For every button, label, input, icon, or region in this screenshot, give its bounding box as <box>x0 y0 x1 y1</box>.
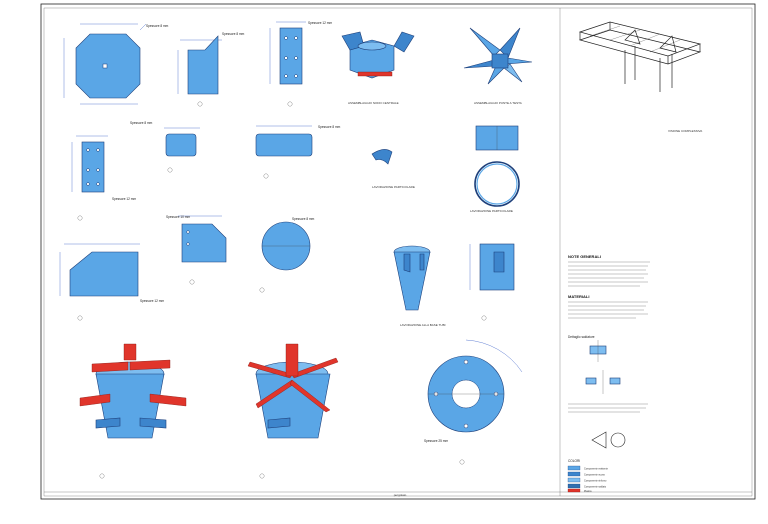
plate-flag-thickness-label: Spessore 12 mm <box>140 299 164 303</box>
sheet-border-outer <box>40 3 756 500</box>
part-ring-flange: Spessore 25 mm <box>424 339 523 465</box>
legend-title: COLORI <box>568 459 580 463</box>
legend-label-4: Piastra <box>584 490 592 493</box>
part-disc: Spessore 8 mm <box>259 217 315 293</box>
sheet-border-inner <box>43 7 753 497</box>
part-plate-holes: Spessore 12 mm <box>269 21 332 107</box>
part-tube-cut: LAVORAZIONE PARTICOLARE <box>470 125 520 213</box>
legend-label-2: Componente rinforzo <box>584 480 607 483</box>
legend-swatch-0 <box>567 465 581 471</box>
part-plate-trapezoid: Spessore 10 mm <box>166 215 227 285</box>
part-cone-tube: LAVORAZIONE ALLA BASE TUBI <box>393 245 446 327</box>
general-view-truss: VISIONE COMPLESSIVA <box>578 21 702 133</box>
disc-thickness-label: Spessore 8 mm <box>292 217 315 221</box>
plate-holes-thickness-label: Spessore 12 mm <box>308 21 332 25</box>
plate-trapezoid-thickness-label: Spessore 10 mm <box>166 215 190 219</box>
notes-title: NOTE GENERALI <box>568 254 601 259</box>
tube-cut-caption: LAVORAZIONE PARTICOLARE <box>470 209 513 213</box>
footer-label: pergolato <box>394 493 407 497</box>
general-view-label: VISIONE COMPLESSIVA <box>668 129 702 133</box>
part-tube-straight <box>469 243 515 321</box>
part-center-node: ASSEMBLAGGIO NODO CENTRALE <box>341 31 415 105</box>
legend-swatch-1 <box>567 471 581 477</box>
notes-panel: NOTE GENERALI MATERIALI Dettaglio saldat… <box>567 254 650 493</box>
part-plate-flag: Spessore 12 mm <box>59 243 164 321</box>
cone-tube-caption: LAVORAZIONE ALLA BASE TUBI <box>400 323 446 327</box>
plate-rect-long-thickness-label: Spessore 8 mm <box>318 125 341 129</box>
legend-swatch-2 <box>567 477 581 483</box>
legend-swatch-3 <box>567 483 581 489</box>
curved-part-caption: LAVORAZIONE PARTICOLARE <box>372 185 415 189</box>
ring-flange-thickness-label: Spessore 25 mm <box>424 439 448 443</box>
top-node-caption: ASSEMBLAGGIO PUNTE A TESTA <box>474 101 522 105</box>
legend-swatch-4 <box>567 488 581 493</box>
part-octagon-plate: Spessore 8 mm <box>63 23 169 105</box>
plate-rect-small-thickness-label: Spessore 8 mm <box>130 121 153 125</box>
part-plate-rect-small: Spessore 8 mm <box>130 121 200 173</box>
part-plate-vertical: Spessore 12 mm <box>71 135 136 221</box>
part-plate-rect-long: Spessore 8 mm <box>255 125 341 179</box>
welding-title: Dettaglio saldature <box>568 335 595 339</box>
materials-title: MATERIALI <box>568 294 589 299</box>
center-node-caption: ASSEMBLAGGIO NODO CENTRALE <box>348 101 399 105</box>
legend-label-3: Componente saldato <box>584 486 607 489</box>
part-assembly-right <box>247 343 339 479</box>
legend-label-0: Componente esistente <box>584 468 609 471</box>
part-top-node: ASSEMBLAGGIO PUNTE A TESTA <box>463 27 533 105</box>
gusset-thickness-label: Spessore 8 mm <box>222 32 245 36</box>
legend-list: Componente esistente Componente nuovo Co… <box>567 465 609 493</box>
plate-vertical-thickness-label: Spessore 12 mm <box>112 197 136 201</box>
part-curved: LAVORAZIONE PARTICOLARE <box>371 149 415 189</box>
legend-label-1: Componente nuovo <box>584 474 606 477</box>
octagon-thickness-label: Spessore 8 mm <box>146 24 169 28</box>
part-gusset-small: Spessore 8 mm <box>177 32 245 107</box>
part-assembly-left <box>79 343 187 479</box>
